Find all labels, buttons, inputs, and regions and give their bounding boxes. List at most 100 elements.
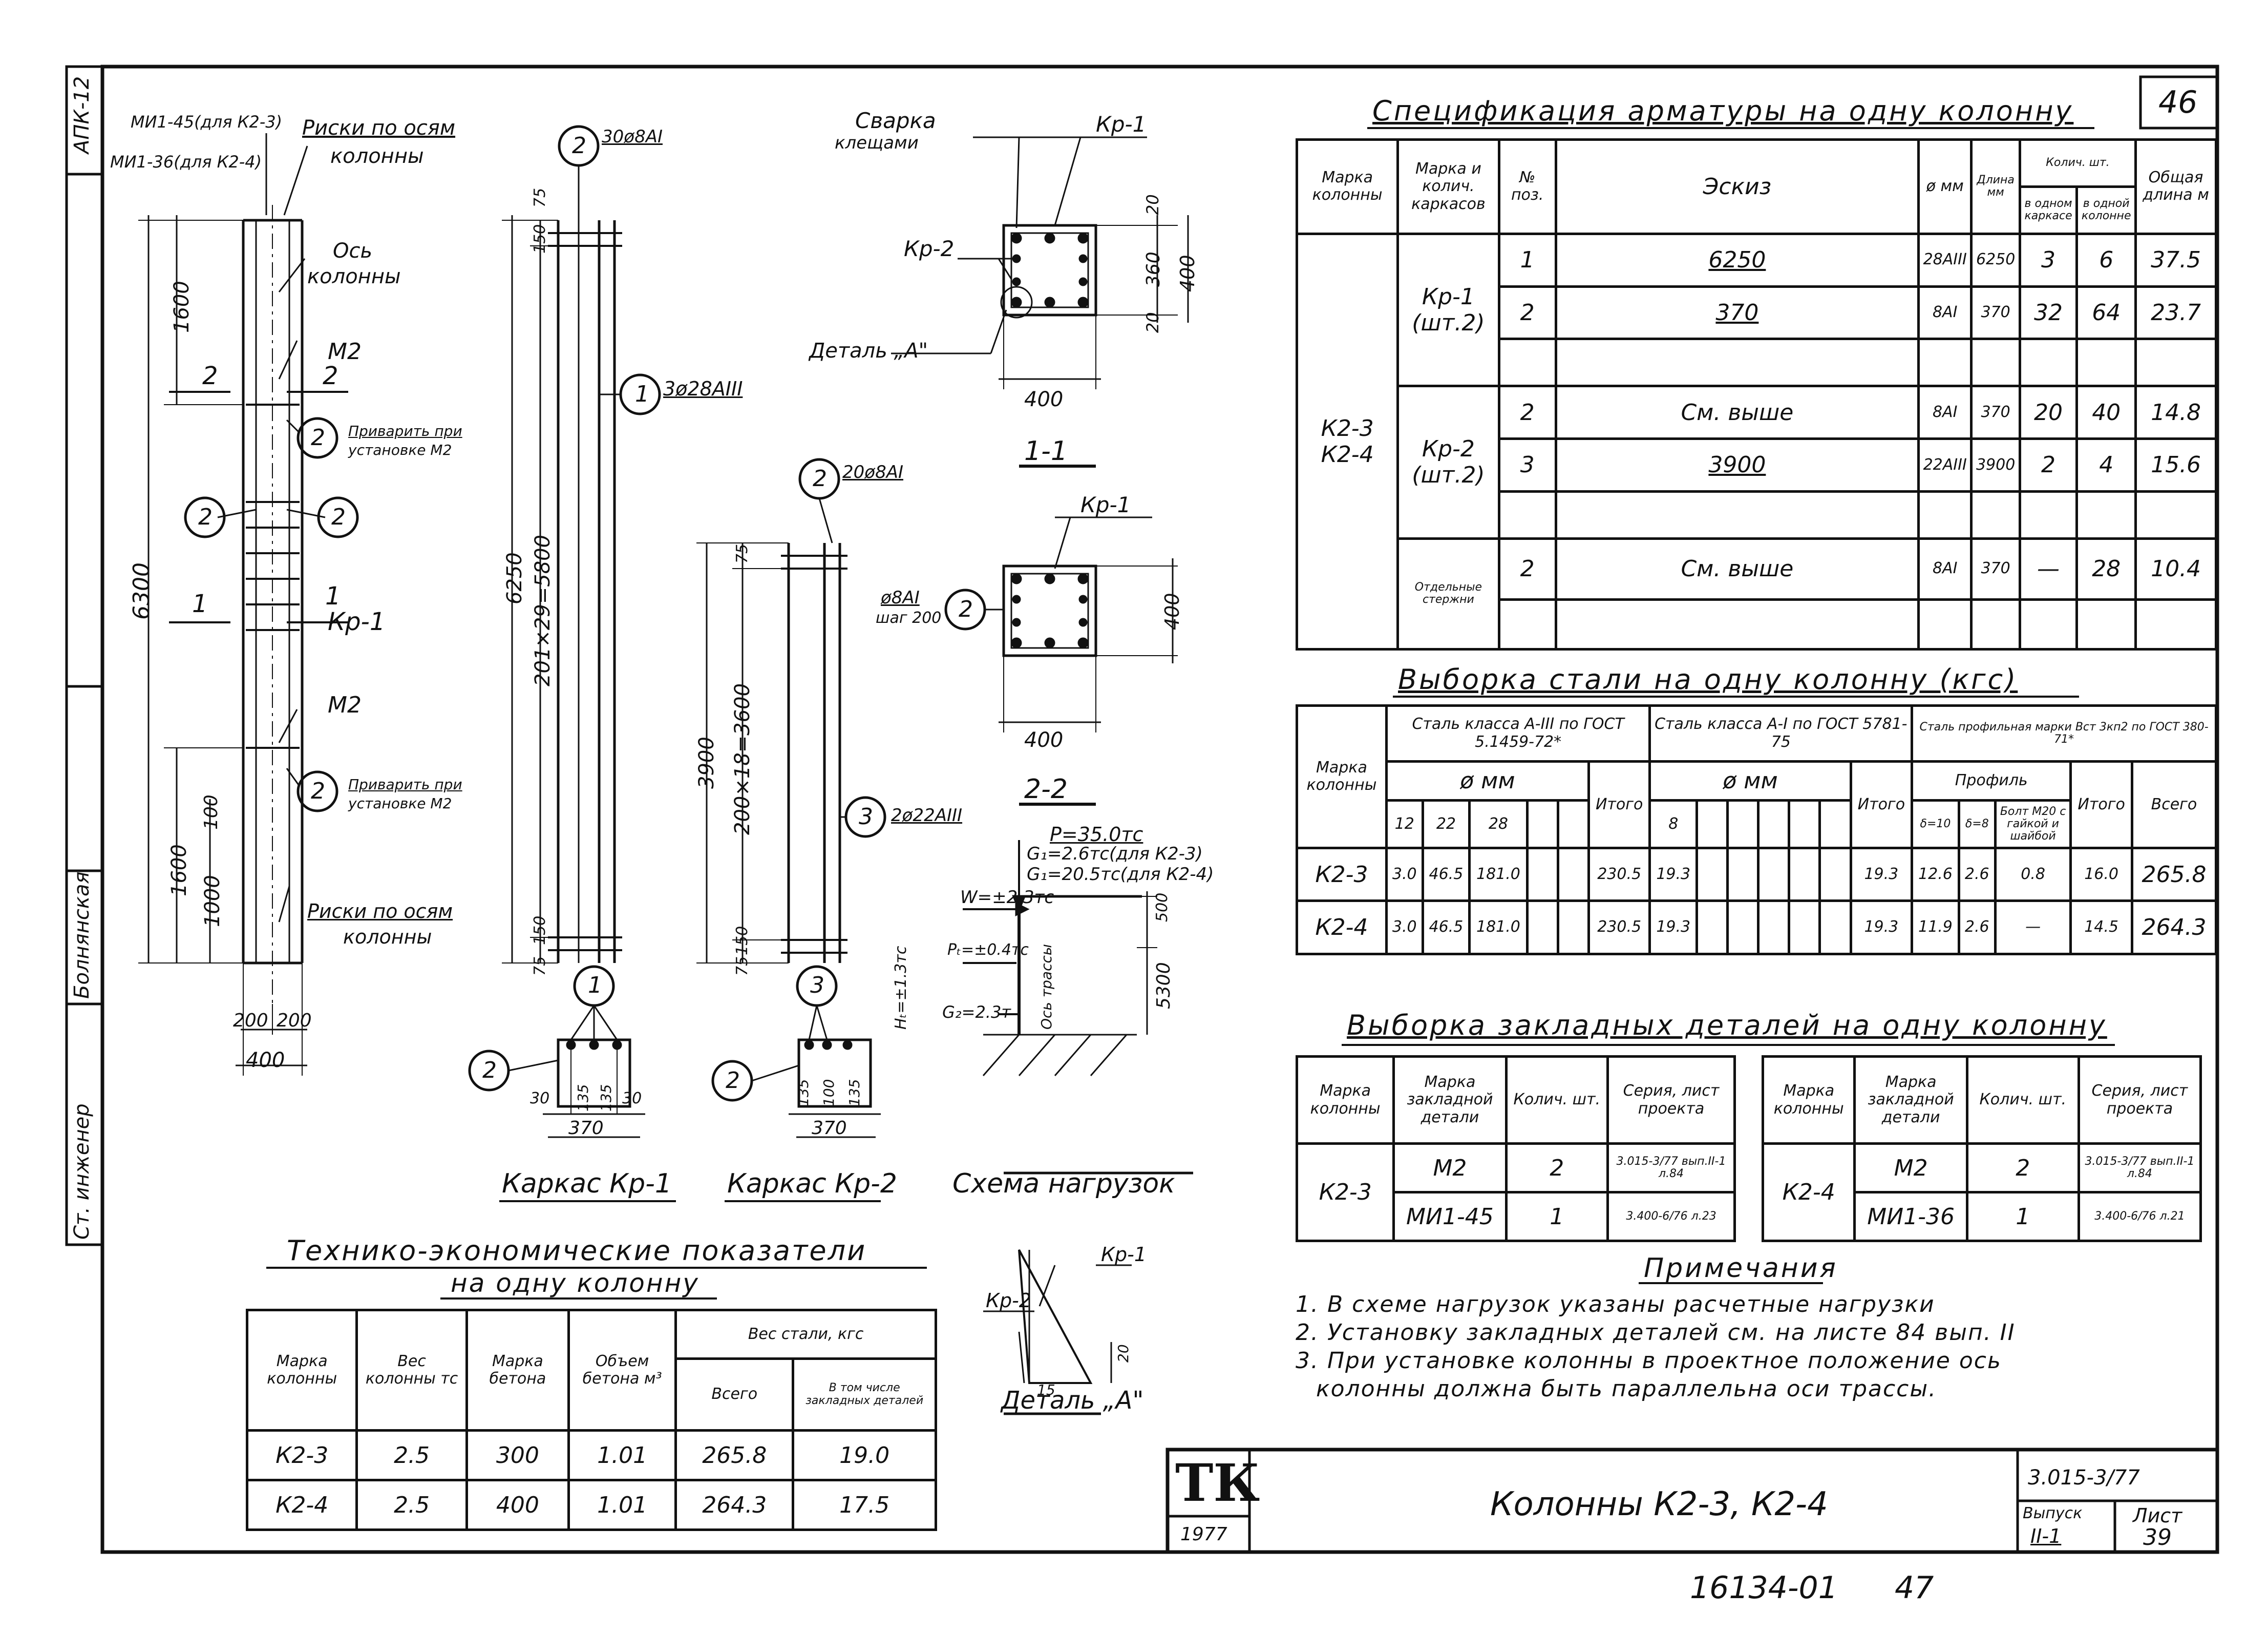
spec-r1-qframe: 32: [2018, 285, 2079, 341]
spec-r4-total: 10.4: [2134, 537, 2217, 601]
side-stamp-box: [65, 65, 104, 1246]
spec-r0-length: 6250: [1970, 232, 2021, 288]
tech-r0-all: 265.8: [674, 1429, 795, 1481]
load-ht: Hₜ=±1.3тс: [892, 946, 910, 1030]
archive-number: 16134-01: [1690, 1570, 1838, 1606]
kr1-section-callout-2: 2: [482, 1057, 497, 1083]
kr2-title: Каркас Кр-2: [727, 1168, 897, 1199]
tech-r0-incl: 19.0: [792, 1429, 937, 1481]
steel-h-grand: Всего: [2130, 760, 2218, 849]
detail-a-kr2: Кр-2: [986, 1289, 1031, 1312]
archive-page: 47: [1895, 1570, 1934, 1606]
kr1-callout-1: 1: [635, 381, 649, 407]
steel-h-dia-a3: ø мм: [1385, 760, 1590, 802]
elevation-axis-marks-bot-1: Риски по осям: [307, 900, 453, 923]
load-g2: G₂=2.3т: [942, 1002, 1011, 1022]
spec-r3-length: 3900: [1970, 437, 2021, 493]
dim-6300: 6300: [129, 562, 155, 620]
s22-kr1: Кр-1: [1080, 492, 1131, 517]
spec-r1-sketch: 370: [1554, 285, 1920, 341]
section-1-1-graphic: [891, 136, 1189, 468]
tech-table: Марка колонны Вес колонны тс Марка бетон…: [245, 1309, 937, 1531]
s11-w400: 400: [1024, 388, 1064, 411]
detail-a-title: Деталь „А": [1001, 1386, 1144, 1415]
kr2-w135a: 135: [795, 1079, 812, 1106]
embedded-table-left: Марка колонны Марка закладной детали Кол…: [1295, 1055, 1736, 1242]
load-d5300: 5300: [1153, 962, 1174, 1009]
spec-r0-qcol: 6: [2075, 232, 2137, 288]
tech-r1-concrete: 400: [465, 1479, 570, 1531]
steel-r0-d22: 46.5: [1421, 846, 1471, 903]
emb-l-h-part: Марка закладной детали: [1392, 1055, 1508, 1145]
s11-weld-2: клещами: [835, 133, 919, 153]
spec-h-qty-frame: в одном каркасе: [2018, 185, 2079, 235]
steel-r1-all: 264.3: [2130, 899, 2218, 955]
elevation-axis-marks-bot-2: колонны: [343, 926, 432, 948]
steel-r1-d28: 181.0: [1468, 899, 1529, 955]
steel-h-profile-sub: Профиль: [1911, 760, 2072, 802]
title-block-series: 3.015-3/77: [2028, 1466, 2140, 1490]
steel-h-colmark: Марка колонны: [1296, 704, 1388, 849]
detail-a-kr1: Кр-1: [1101, 1243, 1147, 1266]
kr2-section-callout-3: 3: [810, 972, 824, 998]
spec-h-length: Длина мм: [1970, 138, 2021, 235]
elevation-section-2-left: 2: [202, 362, 218, 390]
tech-title-1: Технико-экономические показатели: [287, 1234, 867, 1267]
notes-item-1: 1. В схеме нагрузок указаны расчетные на…: [1296, 1291, 1935, 1317]
detail-a-d20: 20: [1115, 1344, 1132, 1363]
dim-base-200a: 200: [233, 1010, 268, 1031]
elevation-weld-note-1a: Приварить при: [348, 423, 462, 439]
elevation-section-1-right: 1: [325, 582, 341, 611]
spec-r2-total: 14.8: [2134, 385, 2217, 440]
steel-r0-t2: 19.3: [1849, 846, 1914, 903]
callout-2-d: 2: [311, 778, 325, 804]
side-stamp-name: Болнянская: [70, 871, 94, 999]
load-scheme-graphic: [963, 840, 1193, 1175]
tech-title-2: на одну колонну: [451, 1268, 700, 1298]
kr1-dim-150b: 150: [531, 915, 549, 945]
steel-r0-d8: 19.3: [1648, 846, 1699, 903]
s11-h20a: 20: [1143, 194, 1162, 215]
steel-r0-all: 265.8: [2130, 846, 2218, 903]
load-pt: Pₜ=±0.4тс: [947, 941, 1029, 959]
tech-h-volume: Объем бетона м³: [567, 1309, 677, 1432]
emb-l-r0-part: М2: [1392, 1142, 1508, 1193]
callout-circle: [296, 770, 338, 812]
frame-kr2-graphic: [696, 458, 886, 1138]
tech-h-concrete: Марка бетона: [465, 1309, 570, 1432]
tech-h-weight: Вес колонны тс: [355, 1309, 468, 1432]
elevation-axis-marks-top-1: Риски по осям: [302, 116, 456, 140]
spec-frame-separate: Отдельные стержни: [1396, 537, 1500, 651]
kr2-dim-75: 75: [733, 543, 751, 563]
spec-h-sketch: Эскиз: [1554, 138, 1920, 235]
spec-h-pos: № поз.: [1497, 138, 1557, 235]
s11-detail: Деталь „А": [809, 339, 928, 363]
emb-r-mark: К2-4: [1761, 1142, 1856, 1242]
kr1-w135b: 135: [598, 1084, 614, 1112]
steel-h-a3: Сталь класса А-III по ГОСТ 5.1459-72*: [1385, 704, 1651, 763]
kr1-title: Каркас Кр-1: [502, 1168, 672, 1199]
load-g1-k23: G₁=2.6тс(для К2-3): [1027, 844, 1203, 864]
s22-callout: 2: [959, 596, 973, 622]
spec-r4-qframe: —: [2018, 537, 2079, 601]
steel-h-total-p: Итого: [2069, 760, 2133, 849]
s11-h360: 360: [1143, 252, 1164, 287]
spec-r4-length: 370: [1970, 537, 2021, 601]
elevation-mi-k24: МИ1-36(для К2-4): [110, 152, 262, 172]
kr1-dim-150a: 150: [531, 224, 549, 254]
steel-r0-d28: 181.0: [1468, 846, 1529, 903]
steel-r0-p3: 0.8: [1994, 846, 2072, 903]
load-d500: 500: [1153, 892, 1171, 922]
spec-r2-pos: 2: [1497, 385, 1557, 440]
notes-title: Примечания: [1644, 1253, 1838, 1284]
title-block-sheet-label: Лист: [2133, 1504, 2182, 1527]
spec-r0-sketch: 6250: [1554, 232, 1920, 288]
load-title: Схема нагрузок: [952, 1168, 1175, 1199]
emb-l-h-qty: Колич. шт.: [1504, 1055, 1609, 1145]
dim-base-400: 400: [246, 1049, 285, 1072]
spec-r2-length: 370: [1970, 385, 2021, 440]
dim-base-200b: 200: [277, 1010, 312, 1031]
emb-l-r1-series: 3.400-6/76 л.23: [1606, 1191, 1736, 1242]
spec-r0-dia: 28АIII: [1917, 232, 1973, 288]
s11-h20b: 20: [1143, 312, 1162, 333]
